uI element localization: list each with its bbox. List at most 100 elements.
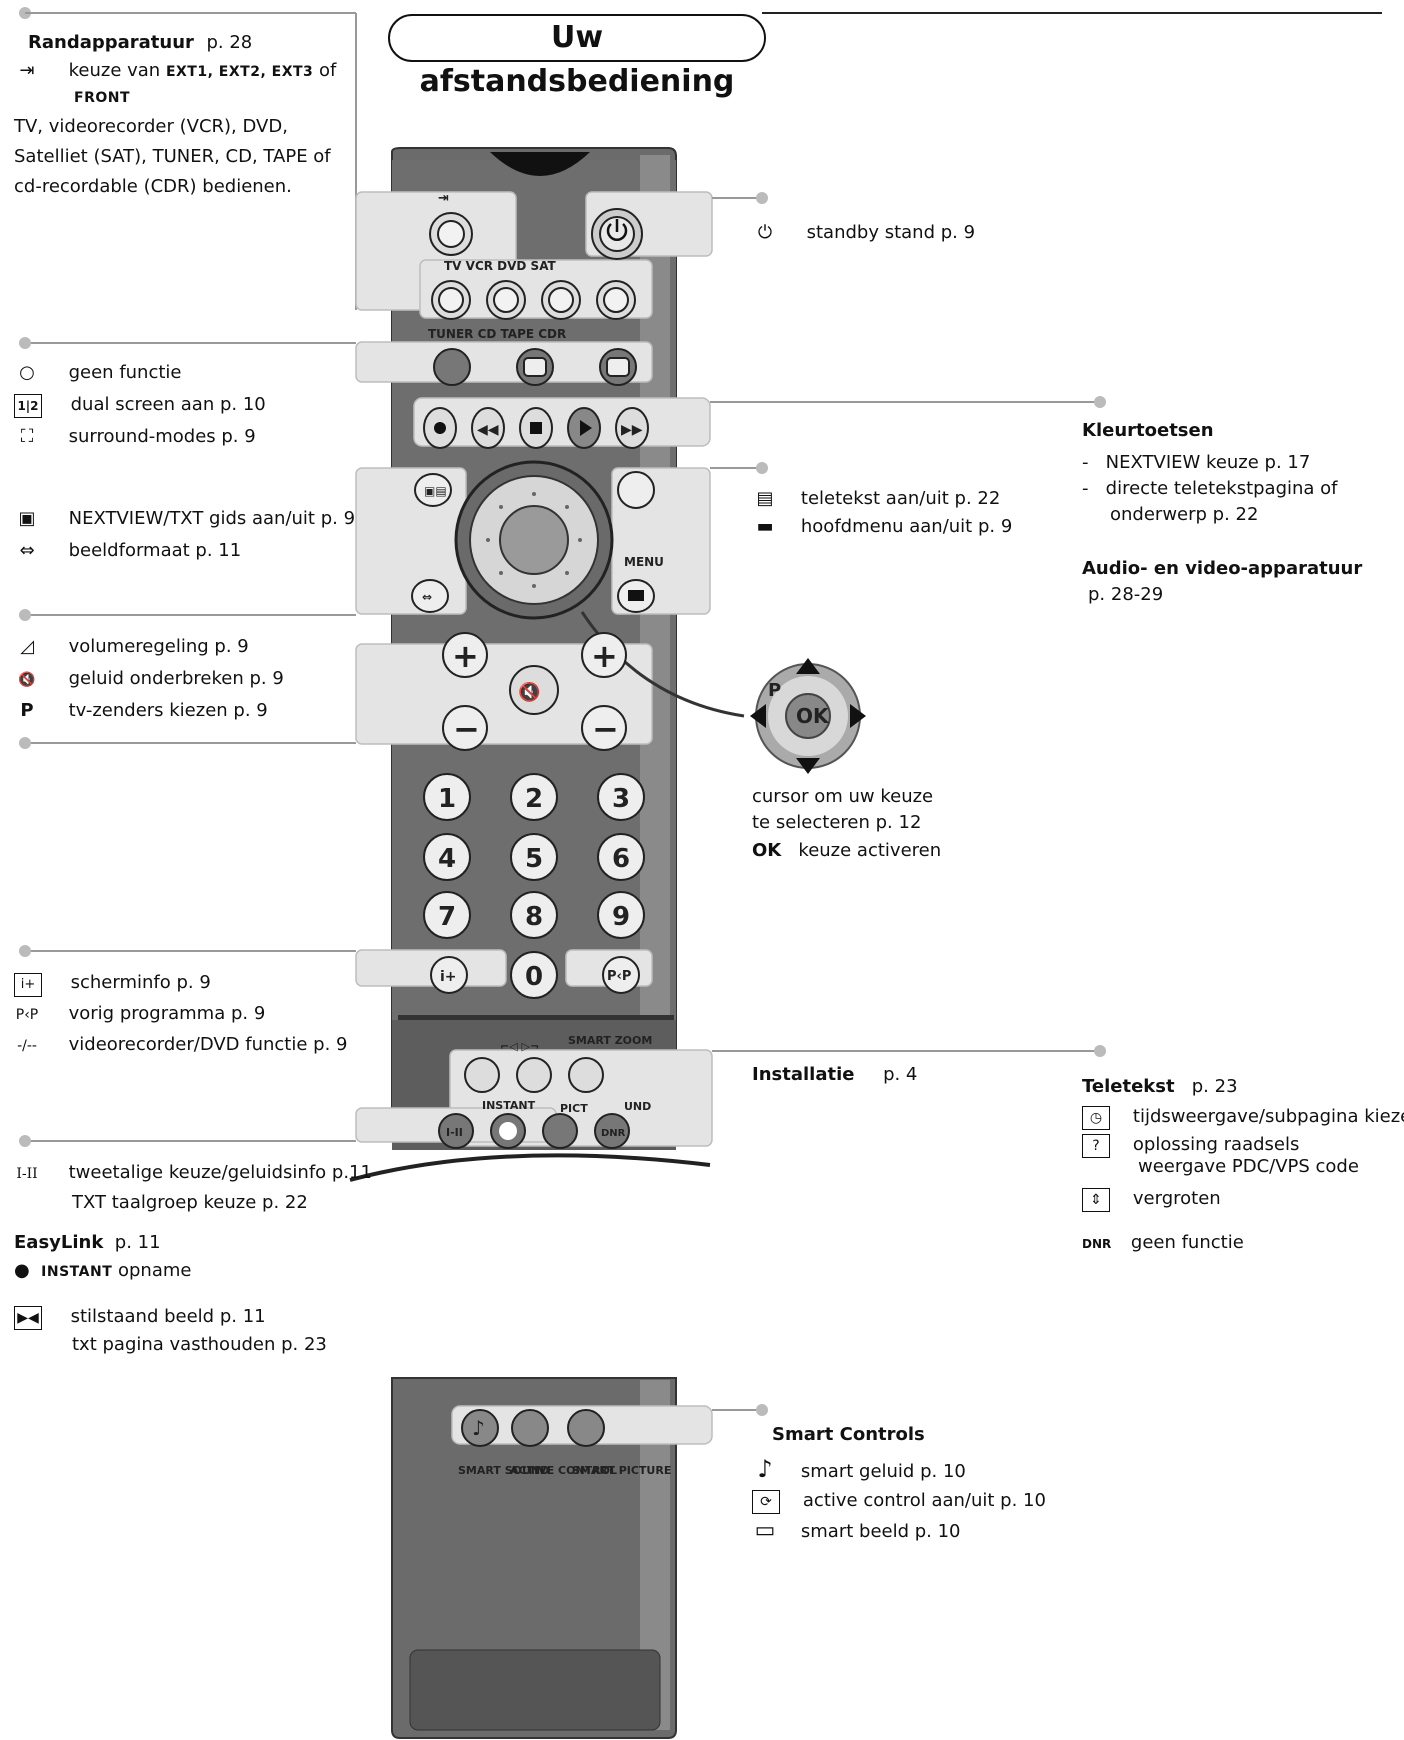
peripherals-choice: ⇥ keuze van EXT1, EXT2, EXT3 of [14, 60, 336, 83]
list-item-continued: weergave PDC/VPS code [1138, 1156, 1359, 1177]
label-pict: PICT [560, 1102, 588, 1115]
list-item: ⟳ active control aan/uit p. 10 [752, 1490, 1046, 1520]
cursor-ok-row: OK keuze activeren [752, 840, 942, 861]
list-item: DNR geen functie [1082, 1232, 1244, 1253]
digit-8-label: 8 [525, 902, 543, 932]
digit-6-label: 6 [612, 844, 630, 874]
power-icon: ⏻ [757, 222, 773, 243]
digit-9-label: 9 [612, 902, 630, 932]
still-picture-row: ▶◀ stilstaand beeld p. 11 [14, 1306, 266, 1330]
page-title: Uw afstandsbediening [388, 14, 766, 99]
label-und: UND [624, 1100, 651, 1113]
svg-text:+: + [591, 637, 618, 675]
smart-controls-list: ♪ smart geluid p. 10 ⟳ active control aa… [752, 1455, 1046, 1550]
bilingual-line2: TXT taalgroep keuze p. 22 [72, 1192, 308, 1213]
svg-text:i+: i+ [440, 969, 457, 985]
kleurtoetsen-item-2: - directe teletekstpagina of [1082, 478, 1338, 499]
standby-row: ⏻ standby stand p. 9 [752, 222, 975, 244]
svg-text:−: − [453, 710, 480, 748]
time-display-icon: ◷ [1082, 1106, 1110, 1130]
guide-book-icon: ▣ [18, 508, 36, 529]
label-menu: MENU [624, 555, 664, 569]
still-picture-line2: txt pagina vasthouden p. 23 [72, 1334, 327, 1355]
list-item: ▬ hoofdmenu aan/uit p. 9 [752, 516, 1012, 544]
label-iii: I-II [446, 1126, 463, 1139]
digit-0-label: 0 [525, 962, 543, 992]
svg-text:+: + [452, 637, 479, 675]
list-item: ▭ smart beeld p. 10 [752, 1520, 1046, 1550]
label-smart-zoom: SMART ZOOM [568, 1034, 652, 1047]
kleurtoetsen-item-1: - NEXTVIEW keuze p. 17 [1082, 452, 1311, 473]
list-item: P tv-zenders kiezen p. 9 [14, 700, 284, 732]
input-select-icon: ⇥ [19, 60, 35, 81]
left-group-guide: ▣ NEXTVIEW/TXT gids aan/uit p. 9 ⇔ beeld… [14, 508, 355, 572]
list-item: ○ geen functie [14, 362, 266, 394]
peripherals-devices-1: TV, videorecorder (VCR), DVD, [14, 116, 288, 137]
still-picture-icon: ▶◀ [14, 1306, 42, 1330]
bilingual-row: I-II tweetalige keuze/geluidsinfo p.11 [14, 1162, 372, 1185]
label-smart-sound: SMART SOUND [458, 1464, 549, 1477]
list-item: -/-- videorecorder/DVD functie p. 9 [14, 1034, 347, 1065]
svg-text:♪: ♪ [472, 1416, 485, 1440]
list-item: ⛶ surround-modes p. 9 [14, 426, 266, 458]
list-item: ▤ teletekst aan/uit p. 22 [752, 488, 1012, 516]
teletekst-list: ◷ tijdsweergave/subpagina kiezen ? oplos… [1082, 1106, 1404, 1260]
peripherals-front: FRONT [74, 90, 131, 106]
list-item: i+ scherminfo p. 9 [14, 972, 347, 1003]
peripherals-heading: Randapparatuur p. 28 [28, 32, 253, 53]
svg-text:◀◀: ◀◀ [477, 422, 499, 438]
kleurtoetsen-item-2b: onderwerp p. 22 [1110, 504, 1259, 525]
list-item: ⇕ vergroten [1082, 1188, 1404, 1232]
label-device-row2: TUNER CD TAPE CDR [428, 327, 566, 341]
digit-2-label: 2 [525, 784, 543, 814]
label-p: P [768, 680, 781, 701]
label-active-control: ACTIVE CONTROL [510, 1464, 617, 1477]
left-group-info: i+ scherminfo p. 9 P‹P vorig programma p… [14, 972, 347, 1065]
digit-1-label: 1 [438, 784, 456, 814]
list-item: ◷ tijdsweergave/subpagina kiezen [1082, 1106, 1404, 1134]
digit-entry-icon: -/-- [17, 1038, 37, 1054]
label-smart-picture: SMART PICTURE [572, 1464, 671, 1477]
label-pp: P‹P [607, 969, 631, 984]
left-group-functions: ○ geen functie 1|2 dual screen aan p. 10… [14, 362, 266, 458]
volume-icon: ◿ [20, 636, 34, 657]
peripherals-devices-3: cd-recordable (CDR) bedienen. [14, 176, 292, 197]
screen-info-icon: i+ [14, 973, 42, 997]
kleurtoetsen-heading: Kleurtoetsen [1082, 420, 1214, 441]
digit-3-label: 3 [612, 784, 630, 814]
list-item: 1|2 dual screen aan p. 10 [14, 394, 266, 426]
program-p-icon: P [20, 700, 34, 721]
cursor-line1: cursor om uw keuze [752, 786, 934, 807]
label-instant: INSTANT [482, 1099, 536, 1112]
teletext-icon: ▤ [756, 488, 774, 509]
active-control-icon: ⟳ [752, 1490, 780, 1514]
list-item: ◿ volumeregeling p. 9 [14, 636, 284, 668]
dnr-icon: DNR [1082, 1237, 1112, 1251]
peripherals-devices-2: Satelliet (SAT), TUNER, CD, TAPE of [14, 146, 331, 167]
svg-text:⇔: ⇔ [422, 590, 432, 604]
mute-icon: 🔇 [18, 672, 36, 688]
reveal-icon: ? [1082, 1134, 1110, 1158]
right-group-teletext-menu: ▤ teletekst aan/uit p. 22 ▬ hoofdmenu aa… [752, 488, 1012, 544]
surround-icon: ⛶ [20, 426, 34, 447]
svg-text:⇥: ⇥ [438, 191, 449, 206]
audio-video-page: p. 28-29 [1088, 584, 1164, 605]
audio-video-heading: Audio- en video-apparatuur [1082, 558, 1363, 579]
music-note-icon: ♪ [757, 1455, 773, 1483]
svg-text:🔇: 🔇 [518, 681, 540, 703]
label-device-row1: TV VCR DVD SAT [444, 259, 557, 273]
list-item: ? oplossing raadsels [1082, 1134, 1404, 1158]
teletekst-heading: Teletekst p. 23 [1082, 1076, 1238, 1097]
main-menu-icon: ▬ [756, 516, 774, 537]
list-item: ⇔ beeldformaat p. 11 [14, 540, 355, 572]
svg-text:▶▶: ▶▶ [621, 422, 643, 438]
list-item: 🔇 geluid onderbreken p. 9 [14, 668, 284, 700]
record-dot-icon: ● [14, 1260, 30, 1281]
zoom-icon: ⇕ [1082, 1188, 1110, 1212]
installatie-row: Installatie p. 4 [752, 1064, 918, 1085]
dual-screen-icon: 1|2 [14, 394, 42, 418]
bilingual-icon: I-II [16, 1166, 38, 1182]
svg-text:⌐◁ ▷¬: ⌐◁ ▷¬ [500, 1040, 539, 1053]
cursor-line2: te selecteren p. 12 [752, 812, 922, 833]
